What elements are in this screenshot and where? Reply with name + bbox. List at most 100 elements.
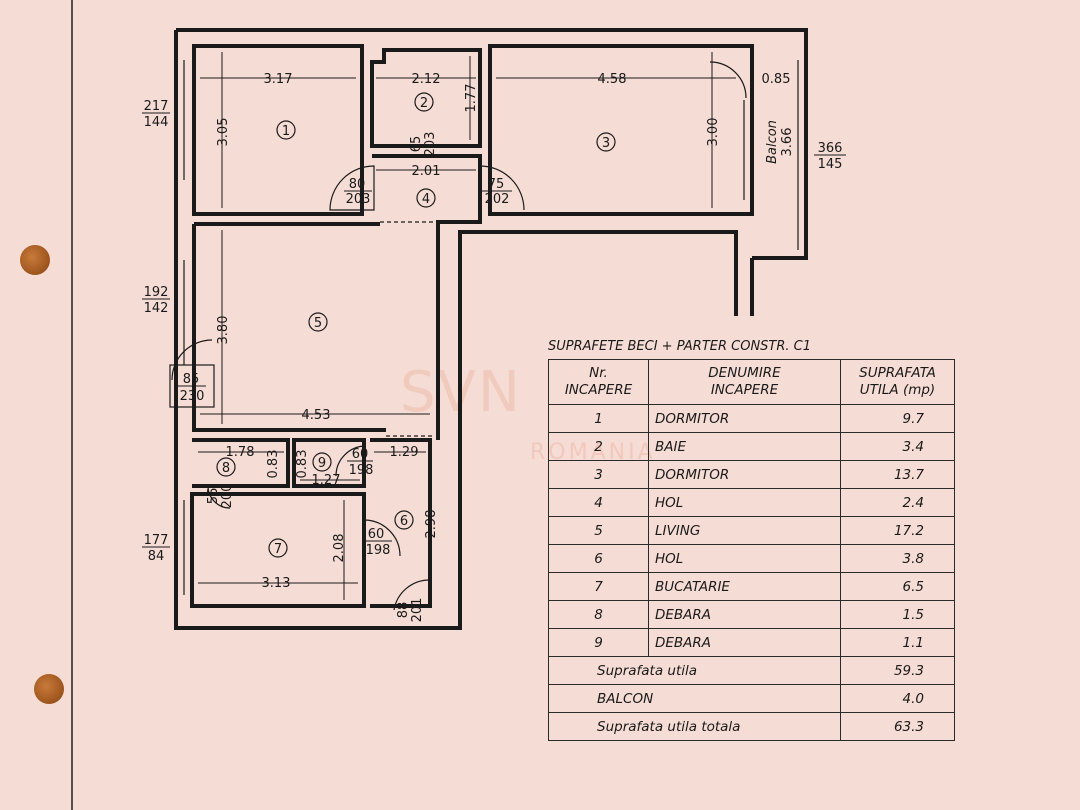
opening-entry-bottom: 201 (410, 598, 425, 623)
dim-r3-height: 3.00 (706, 118, 721, 147)
window-w7-bottom: 84 (148, 549, 165, 564)
opening-entry-top: 88 (396, 602, 411, 619)
header-area-line2: UTILA (mp) (859, 382, 936, 398)
door-arc-8 (207, 485, 231, 509)
room-7-walls (190, 492, 366, 608)
door-arc-entry (393, 579, 431, 611)
room-9-marker (312, 452, 332, 472)
punch-hole-bottom (34, 674, 64, 704)
room-5-marker (308, 312, 328, 332)
opening-d5-top: 85 (183, 372, 200, 387)
balcon-label: Balcon (765, 120, 780, 164)
header-area-line1: SUPRAFATA (859, 365, 936, 381)
door-arc-9 (335, 445, 367, 477)
room-2-walls (370, 48, 482, 148)
row-area: 9.7 (840, 404, 955, 433)
window-w7-top: 177 (144, 533, 169, 548)
dim-r6-width: 1.29 (390, 445, 419, 460)
row-nr: 4 (548, 488, 649, 517)
row-nr: 9 (548, 628, 649, 657)
window-w5-bottom: 142 (144, 301, 169, 316)
opening-d6-bottom: 198 (366, 543, 391, 558)
door-arc-5 (171, 339, 213, 381)
opening-d2-bottom: 203 (423, 132, 438, 157)
header-name-line2: INCAPERE (710, 382, 779, 398)
window-w1-top: 217 (144, 99, 169, 114)
row-name: DORMITOR (648, 460, 841, 489)
row-area: 13.7 (840, 460, 955, 489)
room-4-number: 4 (422, 192, 430, 207)
room-8-number: 8 (222, 461, 230, 476)
opening-d2-top: 65 (409, 136, 424, 153)
row-name: LIVING (648, 516, 841, 545)
opening-d1-top: 80 (349, 177, 366, 192)
dim-r6-height: 2.98 (424, 510, 439, 539)
dim-r2-width: 2.12 (412, 72, 441, 87)
summary-area: 63.3 (840, 712, 955, 741)
dim-r1-width: 3.17 (264, 72, 293, 87)
room-5-walls (192, 222, 386, 432)
row-name: DEBARA (648, 600, 841, 629)
opening-d9-bottom: 198 (349, 463, 374, 478)
window-balcony-bottom: 145 (818, 157, 843, 172)
summary-label: BALCON (548, 684, 841, 713)
dim-r8-width: 1.78 (226, 445, 255, 460)
door-arc-3 (479, 165, 525, 211)
opening-d6-top: 60 (368, 527, 385, 542)
table-header-row: Nr. INCAPERE DENUMIRE INCAPERE SUPRAFATA… (548, 359, 955, 405)
row-area: 1.5 (840, 600, 955, 629)
dim-r7-width: 3.13 (262, 576, 291, 591)
room-2-marker (414, 92, 434, 112)
room-1-marker (276, 120, 296, 140)
row-area: 2.4 (840, 488, 955, 517)
summary-label: Suprafata utila (548, 656, 841, 685)
row-name: HOL (648, 488, 841, 517)
row-area: 3.8 (840, 544, 955, 573)
row-nr: 8 (548, 600, 649, 629)
row-nr: 6 (548, 544, 649, 573)
dim-r5-width: 4.53 (302, 408, 331, 423)
room-1-walls (192, 44, 364, 216)
room-5-number: 5 (314, 316, 322, 331)
opening-d3-bottom: 202 (485, 192, 510, 207)
room-4-walls (372, 154, 482, 440)
room-9-number: 9 (318, 456, 326, 471)
row-name: DORMITOR (648, 404, 841, 433)
row-area: 17.2 (840, 516, 955, 545)
room-7-number: 7 (274, 542, 282, 557)
door-arc-6 (363, 519, 401, 557)
opening-d3-top: 75 (488, 177, 505, 192)
opening-d5-bottom: 230 (180, 389, 205, 404)
header-name: DENUMIRE INCAPERE (648, 359, 841, 405)
header-nr: Nr. INCAPERE (548, 359, 649, 405)
header-area: SUPRAFATA UTILA (mp) (840, 359, 955, 405)
row-nr: 7 (548, 572, 649, 601)
row-nr: 3 (548, 460, 649, 489)
room-7-marker (268, 538, 288, 558)
outer-wall (174, 28, 808, 630)
room-6-number: 6 (400, 514, 408, 529)
summary-label: Suprafata utila totala (548, 712, 841, 741)
header-nr-line2: INCAPERE (564, 382, 633, 398)
header-name-line1: DENUMIRE (708, 365, 781, 381)
dim-r8-height: 0.83 (266, 450, 281, 479)
dim-r1-height: 3.05 (216, 118, 231, 147)
dim-r7-height: 2.08 (332, 534, 347, 563)
dim-r9-width: 1.27 (312, 473, 341, 488)
room-1-number: 1 (282, 124, 290, 139)
row-nr: 5 (548, 516, 649, 545)
room-3-marker (596, 132, 616, 152)
room-2-number: 2 (420, 96, 428, 111)
row-nr: 2 (548, 432, 649, 461)
